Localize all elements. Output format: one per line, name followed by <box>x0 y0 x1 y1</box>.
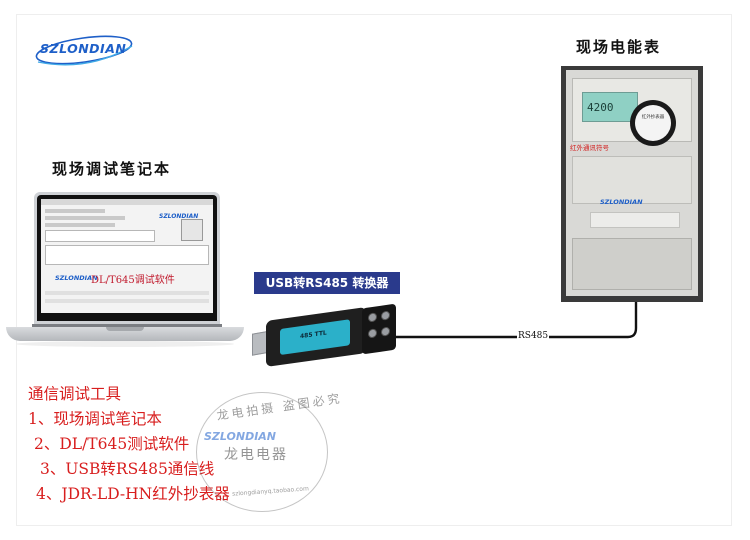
infrared-symbol-note: 红外通讯符号 <box>570 142 609 152</box>
tool-item: 2、DL/T645测试软件 <box>34 432 189 454</box>
probe-face: 红外抄表器 <box>635 105 671 141</box>
tool-item: 3、USB转RS485通信线 <box>40 457 214 479</box>
meter-face: 4200 红外抄表器 红外通讯符号 SZLONDIAN <box>566 70 698 296</box>
meter-terminal-cover <box>572 238 692 290</box>
meter-mid-panel <box>572 156 692 204</box>
watermark-stamp: 龙电拍摄 盗图必究 SZLONDIAN 龙电电器 szlongdianyq.ta… <box>196 392 328 512</box>
watermark-logo: SZLONDIAN <box>204 430 276 443</box>
probe-text: 红外抄表器 <box>638 115 668 121</box>
meter-lcd-value: 4200 <box>587 101 614 114</box>
meter-logo: SZLONDIAN <box>600 198 643 206</box>
infrared-probe: 红外抄表器 <box>630 100 676 146</box>
meter-nameplate <box>590 212 680 228</box>
rs485-label: RS485 <box>517 331 549 341</box>
tool-list-title: 通信调试工具 <box>28 382 121 404</box>
electric-meter-photo: 4200 红外抄表器 红外通讯符号 SZLONDIAN <box>561 66 703 302</box>
tool-item: 1、现场调试笔记本 <box>28 407 162 429</box>
watermark-name: 龙电电器 <box>224 444 288 464</box>
